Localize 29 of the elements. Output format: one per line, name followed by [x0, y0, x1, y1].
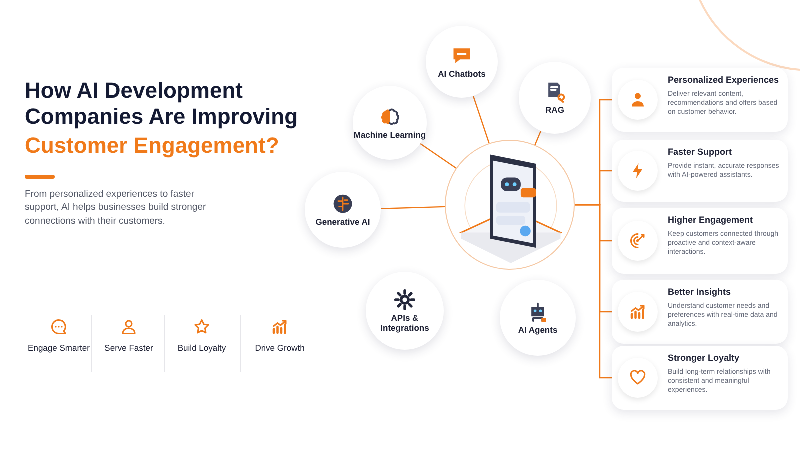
technology-label: AI Chatbots: [438, 70, 486, 80]
description: From personalized experiences to faster support, AI helps businesses build stronger connections with their customers.: [25, 188, 208, 228]
title: How AI Development Companies Are Improving: [25, 78, 300, 131]
feature-label: Build Loyalty: [176, 343, 228, 355]
connector-line: [420, 143, 457, 169]
connector-line: [575, 204, 612, 379]
card-title: Higher Engagement: [668, 216, 754, 226]
benefit-card: [612, 140, 788, 202]
technology-label: Machine Learning: [354, 130, 426, 140]
connector-line: [472, 96, 490, 144]
benefit-card: [612, 280, 788, 344]
connector-line: [534, 130, 542, 146]
card-title: Faster Support: [668, 148, 734, 158]
subtitle: Customer Engagement?: [25, 132, 280, 160]
card-title: Personalized Experiences: [668, 76, 780, 86]
card-title: Stronger Loyalty: [668, 354, 741, 364]
technology-label: Generative AI: [316, 218, 370, 228]
benefit-card: [612, 68, 788, 132]
technology-label: AI Agents: [518, 326, 558, 336]
feature-label: Drive Growth: [254, 343, 306, 355]
benefit-card: [612, 208, 788, 274]
phone-drawing: [445, 140, 575, 270]
card-title: Better Insights: [668, 288, 732, 298]
connector-line: [380, 206, 446, 210]
benefit-card: [612, 346, 788, 410]
feature-label: Engage Smarter: [28, 343, 90, 355]
technology-label: APIs & Integrations: [380, 314, 430, 334]
feature-label: Serve Faster: [104, 343, 154, 355]
technology-label: RAG: [546, 106, 564, 116]
